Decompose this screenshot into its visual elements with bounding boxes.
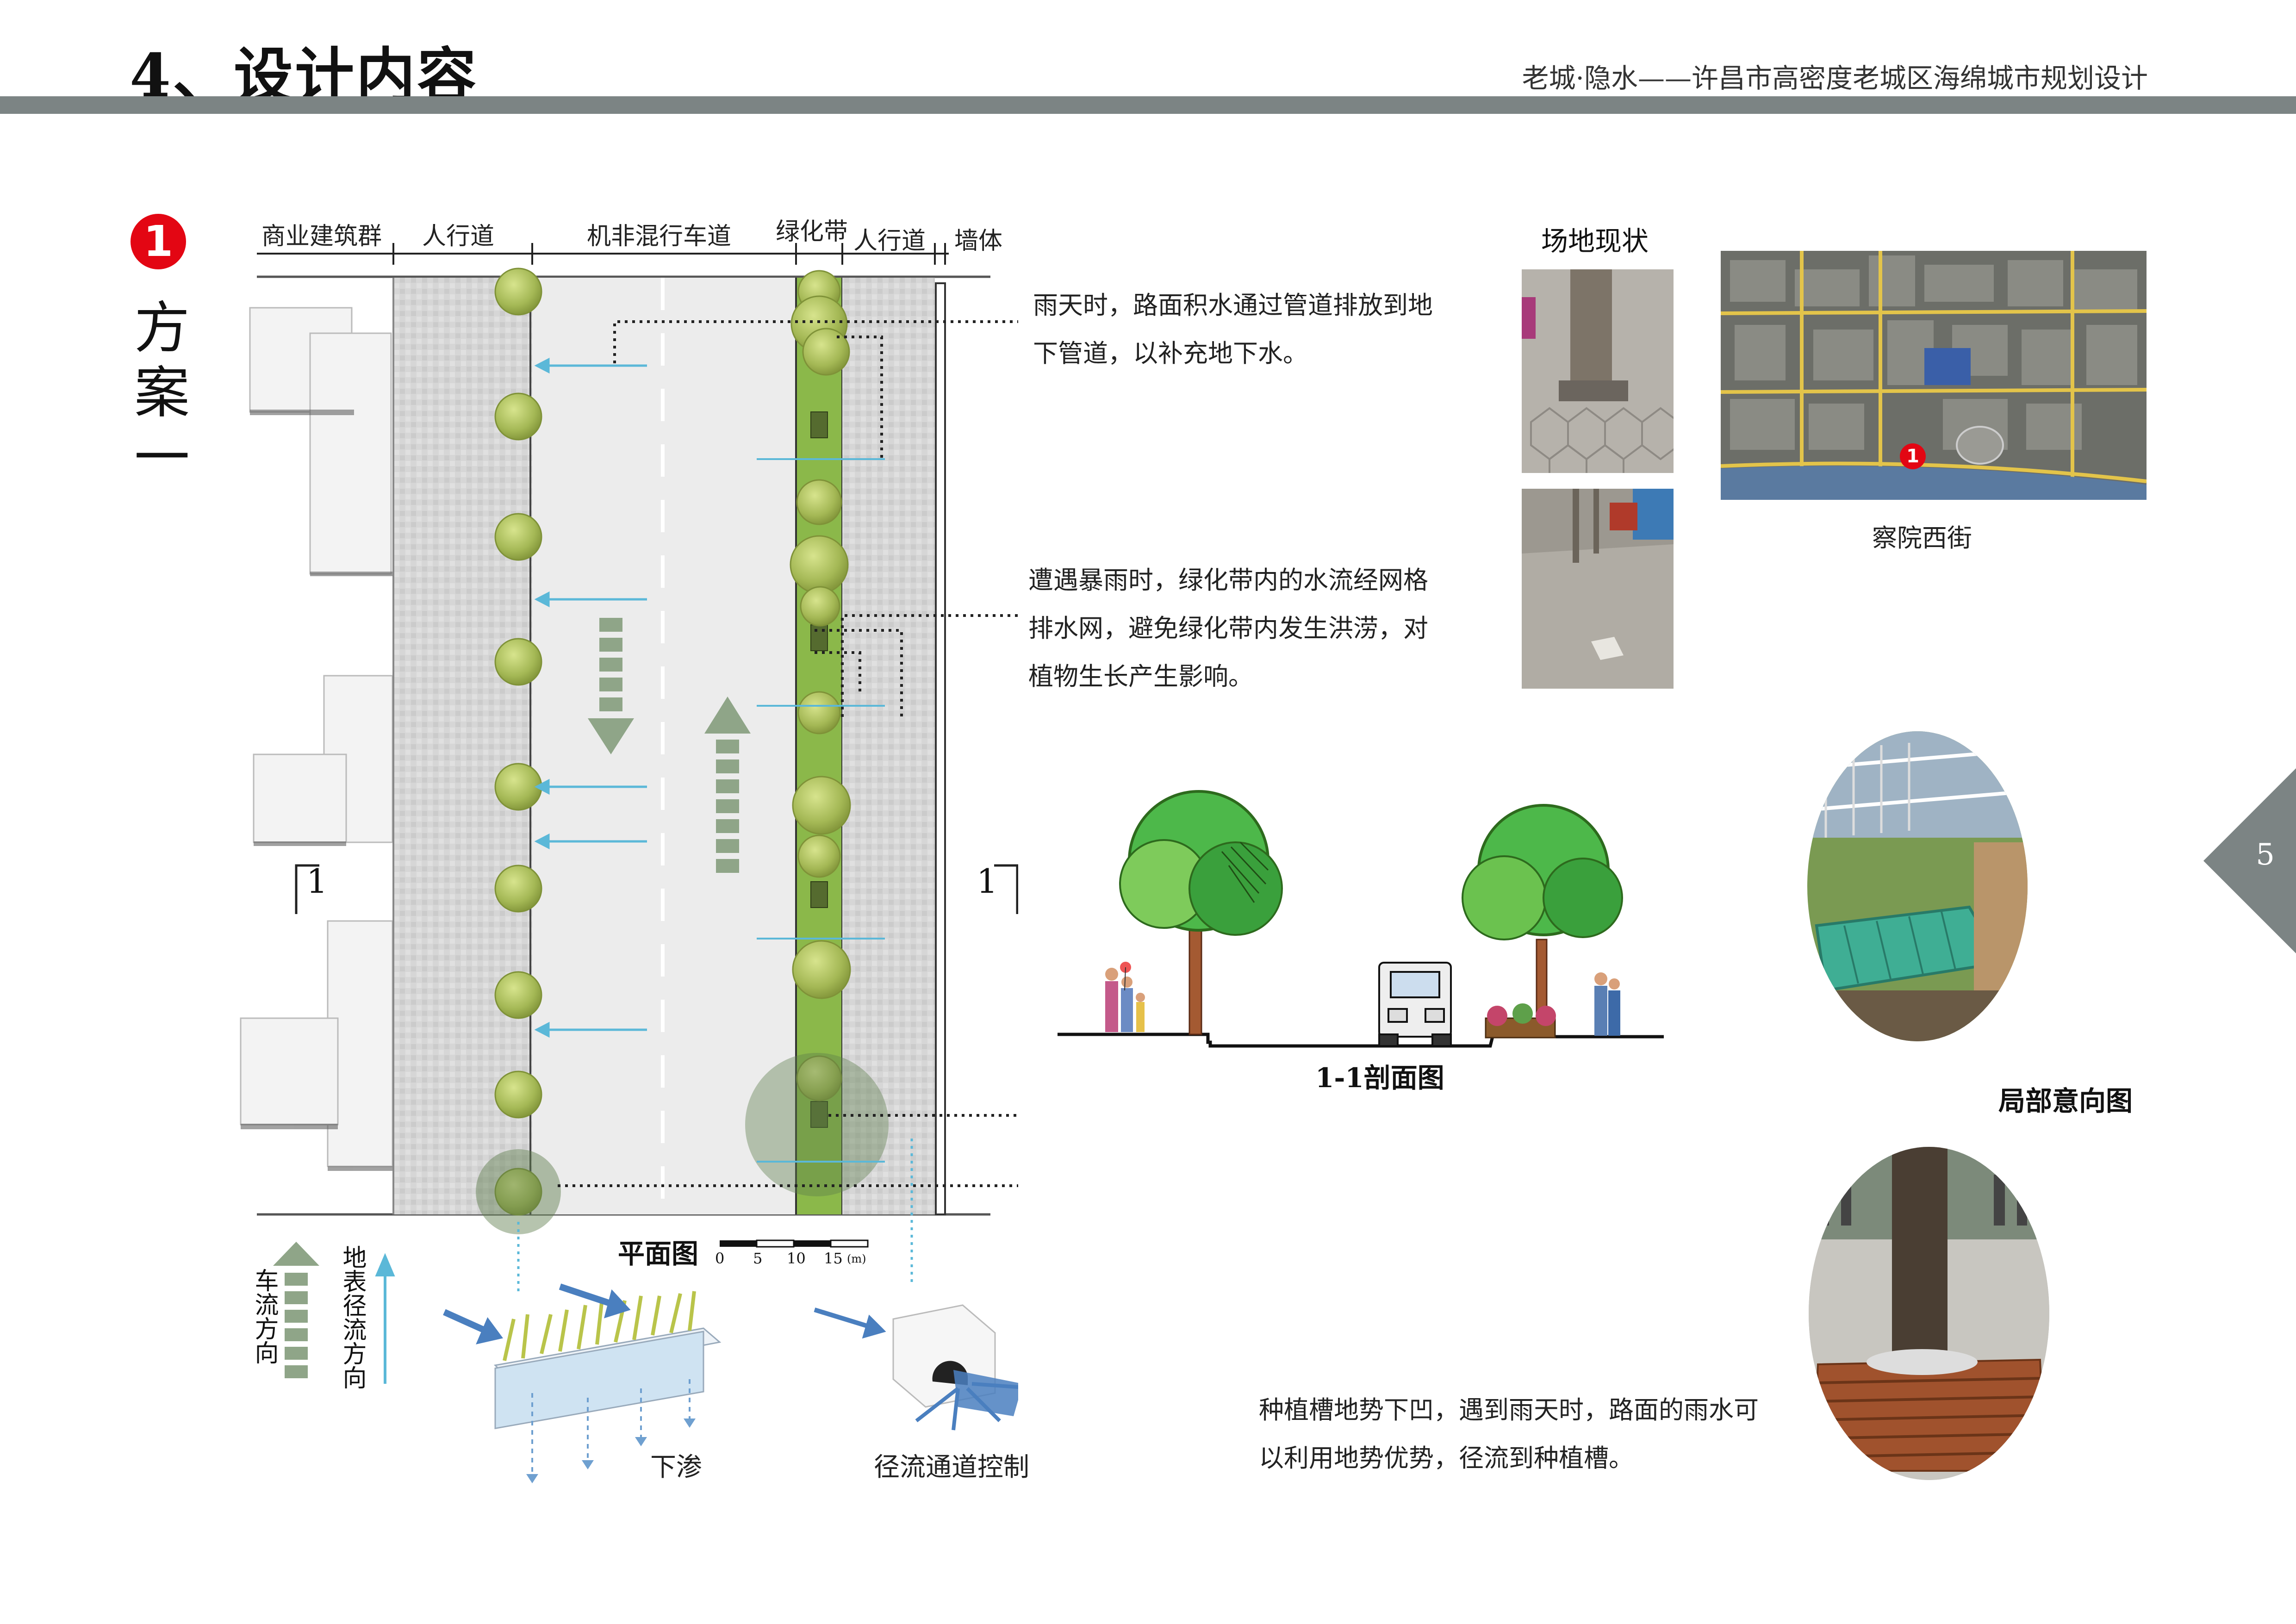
- plan-title: 平面图: [618, 1238, 699, 1269]
- site-title: 场地现状: [1541, 225, 1649, 257]
- section-marker-right: 1: [977, 862, 998, 901]
- zone-label-sidewalk-left: 人行道: [422, 223, 495, 250]
- intent-photo-tree-planter: [1809, 1147, 2049, 1480]
- infiltration-label: 下渗: [650, 1452, 702, 1482]
- section-drawing: [1058, 790, 1664, 1048]
- zone-label-sidewalk-right: 人行道: [853, 227, 926, 255]
- infiltration-detail: [443, 1283, 722, 1483]
- scale-bar: [720, 1239, 869, 1248]
- scheme-number-badge: 1: [131, 214, 186, 269]
- scale-tick-10: 10: [787, 1250, 806, 1267]
- scale-tick-5: 5: [753, 1250, 763, 1267]
- map-caption: 察院西街: [1872, 523, 1972, 553]
- site-photo-sidewalk: [1522, 489, 1674, 689]
- zone-label-greenbelt: 绿化带: [776, 218, 848, 246]
- note-rain: 雨天时，路面积水通过管道排放到地下管道，以补充地下水。: [1033, 291, 1433, 368]
- zone-label-wall: 墙体: [954, 227, 1003, 255]
- legend-traffic-label: 车流方向: [250, 1268, 278, 1364]
- section-marker-left: 1: [306, 862, 328, 901]
- header-bar: [0, 96, 2296, 114]
- note-planter: 种植槽地势下凹，遇到雨天时，路面的雨水可以利用地势优势，径流到种植槽。: [1259, 1395, 1759, 1473]
- runoff-control-label: 径流通道控制: [874, 1452, 1029, 1482]
- project-subtitle: 老城·隐水——许昌市高密度老城区海绵城市规划设计: [1522, 62, 2148, 94]
- scale-unit: (m): [847, 1252, 866, 1265]
- site-map: [1721, 251, 2147, 500]
- intent-photo-grate: [1807, 731, 2028, 1041]
- runoff-channel-detail: [814, 1304, 1018, 1431]
- scale-tick-15: 15: [824, 1250, 843, 1267]
- page-number: 5: [2256, 838, 2275, 872]
- site-photo-tree-pit: [1522, 269, 1674, 473]
- note-storm: 遭遇暴雨时，绿化带内的水流经网格排水网，避免绿化带内发生洪涝，对植物生长产生影响…: [1028, 566, 1428, 691]
- plan-drawing: [240, 243, 1018, 1483]
- map-marker: 1: [1900, 443, 1926, 469]
- page-number-tab: [2203, 768, 2296, 953]
- section-title: 1-1剖面图: [1315, 1062, 1444, 1094]
- scheme-title: 方案一: [134, 296, 190, 490]
- intent-title: 局部意向图: [1998, 1085, 2133, 1117]
- zone-label-mixed-lane: 机非混行车道: [587, 223, 732, 250]
- zone-label-commercial: 商业建筑群: [261, 223, 382, 250]
- legend-runoff-label: 地表径流方向: [338, 1245, 366, 1389]
- scale-tick-0: 0: [715, 1250, 725, 1267]
